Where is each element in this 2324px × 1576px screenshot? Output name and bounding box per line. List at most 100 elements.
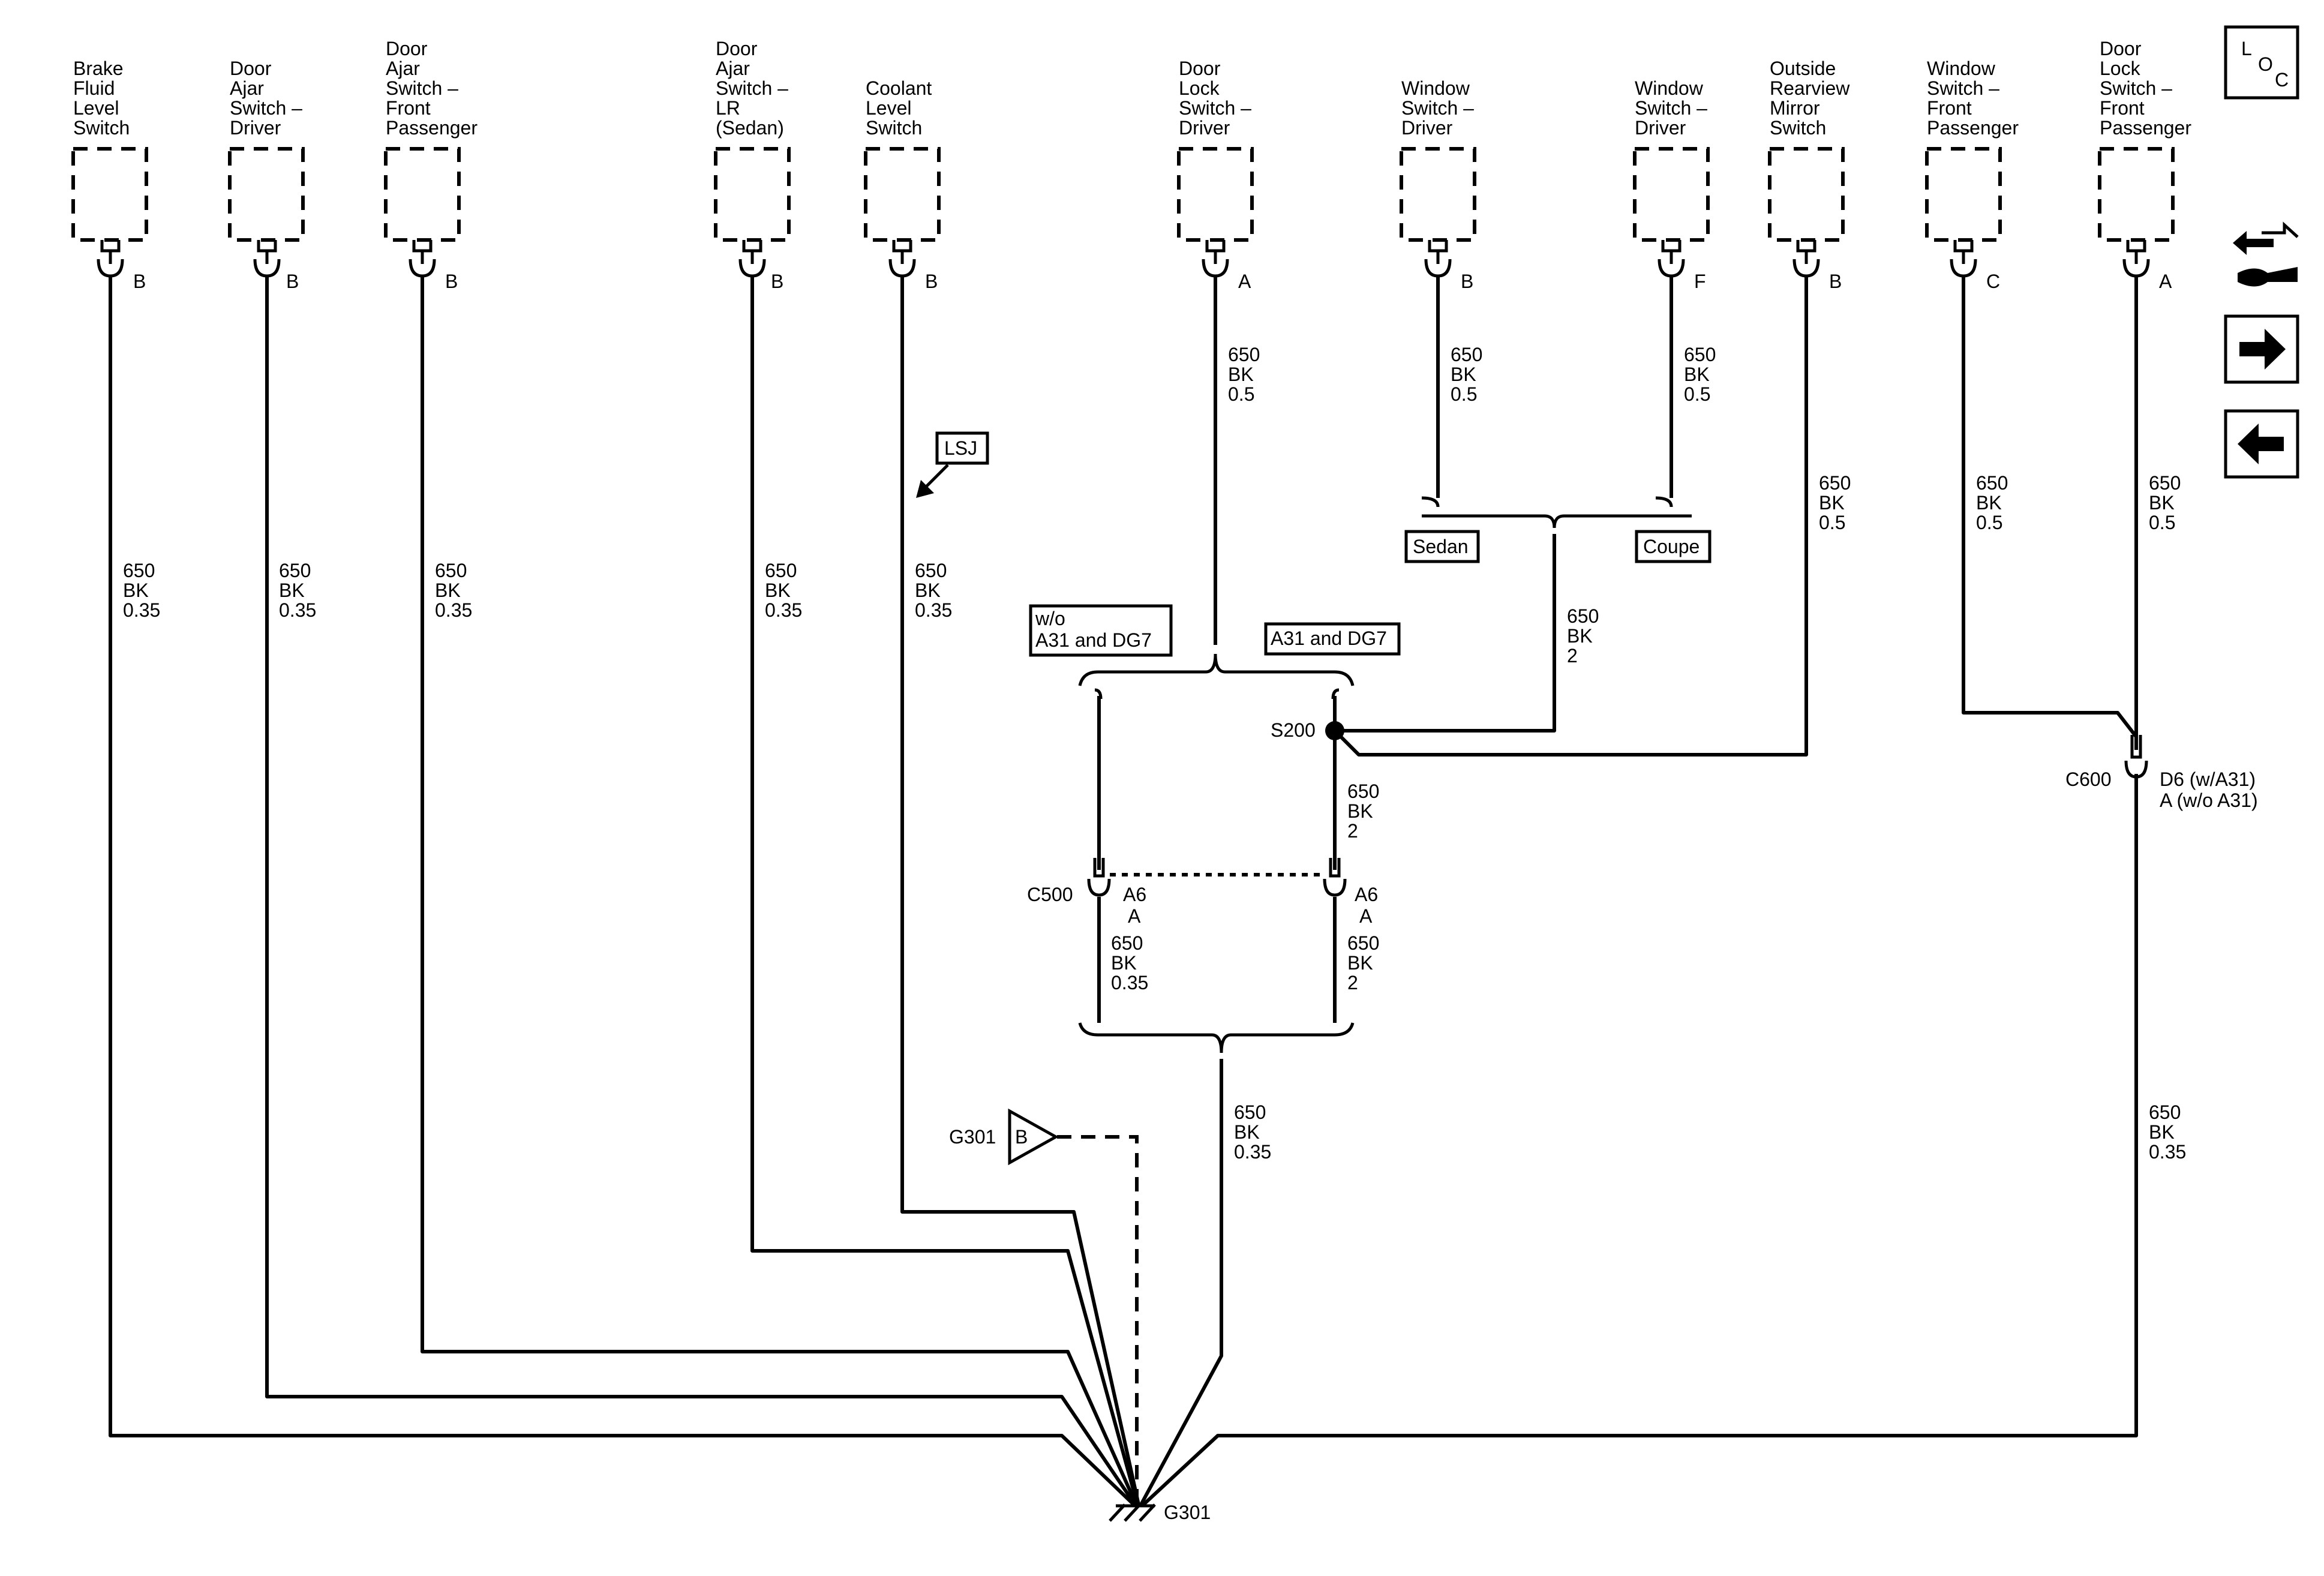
ground-label: G301 <box>1164 1502 1211 1523</box>
terminal-window-front-passenger <box>1950 240 1977 278</box>
wire-coolant <box>900 276 1140 1505</box>
svg-text:Lock: Lock <box>2100 58 2141 79</box>
svg-text:Switch: Switch <box>866 117 922 139</box>
c500-right-pin: A6 A <box>1355 884 1378 927</box>
svg-text:0.35: 0.35 <box>279 599 316 621</box>
pin-window-driver-2: F <box>1694 271 1706 292</box>
svg-text:Outside: Outside <box>1770 58 1836 79</box>
svg-text:Level: Level <box>73 97 119 119</box>
svg-text:BK: BK <box>765 580 791 601</box>
ground-ref-wire <box>1057 1135 1139 1503</box>
svg-text:BK: BK <box>435 580 461 601</box>
svg-text:0.5: 0.5 <box>2149 512 2175 533</box>
terminal-door-lock-front-passenger <box>2122 240 2150 278</box>
svg-text:A: A <box>1359 905 1373 927</box>
pin-coolant: B <box>925 271 938 292</box>
label-window-switch-driver-2: Window Switch – Driver <box>1635 77 1707 139</box>
svg-text:Switch –: Switch – <box>386 77 458 99</box>
arrow-left-icon <box>2238 424 2284 464</box>
svg-text:BK: BK <box>1819 492 1845 514</box>
bracket-sedan-coupe <box>1421 496 1692 529</box>
wire-door-ajar-driver <box>265 276 1137 1506</box>
c500-label: C500 <box>1027 884 1073 905</box>
svg-text:Ajar: Ajar <box>230 77 264 99</box>
svg-text:BK: BK <box>2149 1121 2175 1143</box>
loc-button[interactable]: L O C <box>2224 25 2299 100</box>
label-door-lock-driver: Door Lock Switch – Driver <box>1179 58 1251 139</box>
svg-text:Switch –: Switch – <box>230 97 302 119</box>
svg-text:Driver: Driver <box>1401 117 1453 139</box>
component-door-ajar-lr <box>714 147 791 242</box>
svg-text:650: 650 <box>1111 932 1143 954</box>
wire-door-ajar-lr <box>750 276 1139 1505</box>
svg-text:A6: A6 <box>1123 884 1146 905</box>
svg-text:O: O <box>2258 53 2273 75</box>
component-window-switch-driver-1 <box>1400 147 1476 242</box>
svg-text:650: 650 <box>765 560 797 581</box>
svg-text:Coolant: Coolant <box>866 77 932 99</box>
svg-text:Passenger: Passenger <box>1927 117 2019 139</box>
svg-text:Sedan: Sedan <box>1413 536 1469 557</box>
svg-text:Ajar: Ajar <box>716 58 750 79</box>
svg-text:BK: BK <box>1684 364 1710 385</box>
component-brake-fluid-switch <box>71 147 148 242</box>
svg-text:Door: Door <box>716 38 758 59</box>
svg-text:Switch –: Switch – <box>1927 77 1999 99</box>
svg-text:650: 650 <box>2149 472 2181 494</box>
svg-text:650: 650 <box>1976 472 2008 494</box>
svg-text:Driver: Driver <box>230 117 281 139</box>
ground-ref-triangle <box>1008 1108 1059 1166</box>
svg-text:Switch –: Switch – <box>1179 97 1251 119</box>
terminal-door-ajar-lr <box>738 240 766 278</box>
svg-text:0.5: 0.5 <box>1451 383 1477 405</box>
arrow-right-icon <box>2239 329 2286 370</box>
terminal-window-driver-2 <box>1658 240 1685 278</box>
label-door-ajar-driver: Door Ajar Switch – Driver <box>230 58 302 139</box>
component-door-ajar-driver <box>228 147 305 242</box>
svg-text:2: 2 <box>1347 972 1358 993</box>
svg-text:BK: BK <box>2149 492 2175 514</box>
svg-text:(Sedan): (Sedan) <box>716 117 784 139</box>
wire-door-ajar-front-passenger <box>421 276 1138 1506</box>
option-a31-dg7: A31 and DG7 <box>1264 622 1401 656</box>
component-door-lock-driver <box>1177 147 1254 242</box>
svg-text:BK: BK <box>1347 800 1373 822</box>
svg-text:C: C <box>2275 69 2289 91</box>
label-coolant-level-switch: Coolant Level Switch <box>866 77 932 139</box>
svg-text:BK: BK <box>279 580 305 601</box>
pin-door-ajar-front-passenger: B <box>445 271 458 292</box>
svg-text:0.5: 0.5 <box>1228 383 1254 405</box>
component-door-lock-front-passenger <box>2098 147 2175 242</box>
svg-text:0.35: 0.35 <box>765 599 802 621</box>
component-door-ajar-front-passenger <box>384 147 461 242</box>
svg-text:Door: Door <box>230 58 272 79</box>
previous-page-button[interactable] <box>2224 409 2299 479</box>
svg-text:650: 650 <box>1347 932 1379 954</box>
connector-view-icon[interactable] <box>2233 221 2299 287</box>
ground-symbol <box>1109 1503 1156 1522</box>
svg-text:Ajar: Ajar <box>386 58 420 79</box>
svg-text:0.5: 0.5 <box>1684 383 1710 405</box>
label-door-ajar-front-passenger: Door Ajar Switch – Front Passenger <box>386 38 478 139</box>
svg-text:650: 650 <box>1347 781 1379 802</box>
ground-ref-pin: B <box>1015 1126 1028 1148</box>
svg-text:650: 650 <box>279 560 311 581</box>
svg-text:0.35: 0.35 <box>123 599 160 621</box>
svg-text:Front: Front <box>1927 97 1972 119</box>
svg-text:650: 650 <box>1819 472 1851 494</box>
svg-text:Level: Level <box>866 97 912 119</box>
next-page-button[interactable] <box>2224 314 2299 384</box>
wire-c600-ground <box>1142 774 2138 1506</box>
option-wo-a31-dg7: w/o A31 and DG7 <box>1029 604 1173 657</box>
label-outside-mirror-switch: Outside Rearview Mirror Switch <box>1770 58 1850 139</box>
pin-door-lock-front-passenger: A <box>2159 271 2172 292</box>
